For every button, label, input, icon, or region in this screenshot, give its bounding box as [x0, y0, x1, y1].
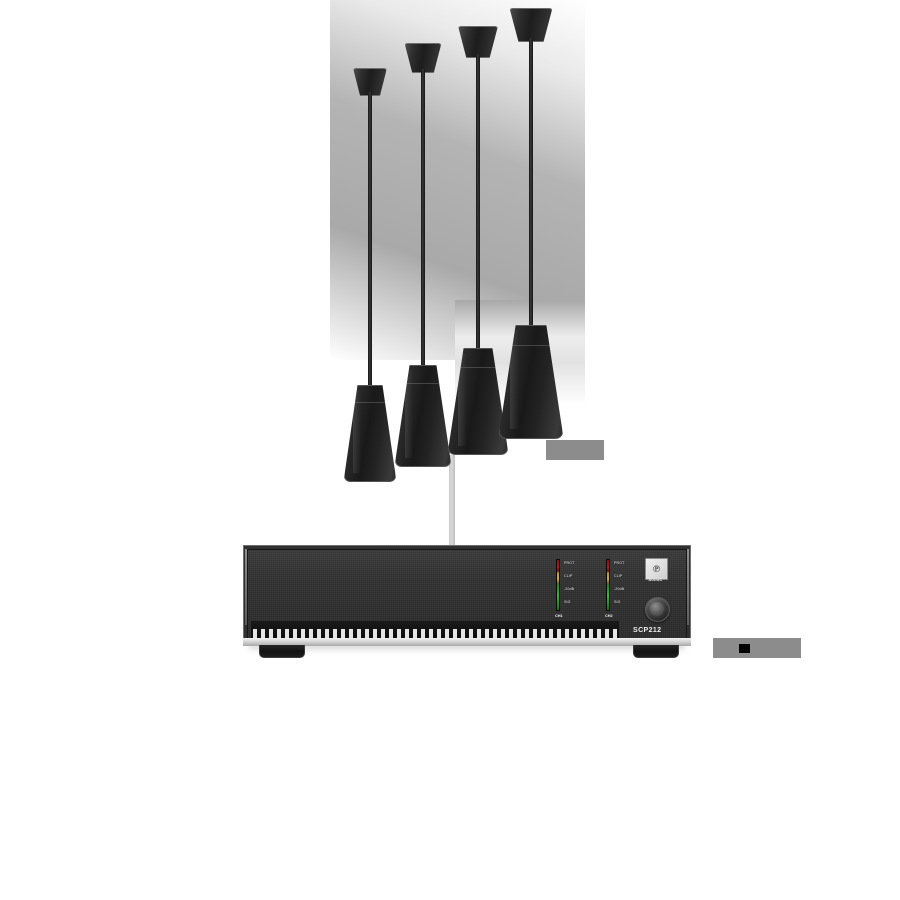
foot-right [633, 645, 679, 658]
vent-slot [605, 629, 609, 638]
vent-slot [405, 629, 409, 638]
audac-brand-text: AUDAC [648, 578, 663, 582]
suspension-rod [368, 92, 372, 390]
vent-slot [261, 629, 265, 638]
amplifier-unit[interactable]: PROT CLIP -20dB SIG CH1 PROT CLIP -20dB … [243, 545, 691, 663]
led-label-clip-ch1: CLIP [564, 574, 573, 578]
led-label-minus20-ch2: -20dB [614, 587, 625, 591]
chassis-base-rail [243, 638, 691, 646]
vent-slot [477, 629, 481, 638]
vent-slot [453, 629, 457, 638]
vent-slot [461, 629, 465, 638]
vent-slot [597, 629, 601, 638]
cone-seam [348, 402, 392, 404]
vent-slot [381, 629, 385, 638]
vent-slot [573, 629, 577, 638]
led-bargraph-ch2 [606, 559, 610, 611]
speaker-cone [448, 348, 508, 455]
vent-slot [293, 629, 297, 638]
vent-slot [445, 629, 449, 638]
cone-seam [503, 345, 559, 347]
vent-slot [429, 629, 433, 638]
led-label-minus20-ch1: -20dB [564, 587, 575, 591]
vent-slot [269, 629, 273, 638]
cone-highlight [353, 389, 361, 474]
vent-slot [613, 629, 617, 638]
cone-highlight [404, 370, 413, 458]
vent-slot [541, 629, 545, 638]
cone-seam [452, 366, 504, 368]
led-label-prot-ch1: PROT [564, 561, 575, 565]
led-label-prot-ch2: PROT [614, 561, 625, 565]
speaker-cone [344, 385, 396, 482]
vent-slot [317, 629, 321, 638]
connection-cable [449, 455, 455, 560]
vent-slot [341, 629, 345, 638]
vent-slot [277, 629, 281, 638]
model-label: SCP212 [633, 627, 662, 634]
vent-slot [373, 629, 377, 638]
redaction-box-upper [546, 440, 604, 460]
vent-slot [389, 629, 393, 638]
channel-label-ch2: CH2 [605, 614, 613, 618]
vent-slot [365, 629, 369, 638]
vent-slot [525, 629, 529, 638]
volume-knob[interactable] [645, 597, 670, 622]
cone-highlight [458, 353, 467, 446]
vent-slot [565, 629, 569, 638]
led-label-clip-ch2: CLIP [614, 574, 623, 578]
vent-slot [485, 629, 489, 638]
speaker-cone [395, 365, 451, 467]
amplifier-chassis: PROT CLIP -20dB SIG CH1 PROT CLIP -20dB … [243, 545, 691, 642]
vent-slot [549, 629, 553, 638]
vent-slot [397, 629, 401, 638]
vent-slot [413, 629, 417, 638]
vent-slot [325, 629, 329, 638]
vent-slot [509, 629, 513, 638]
pendant-speaker-3 [448, 18, 508, 468]
vent-slot [437, 629, 441, 638]
cone-seam [399, 383, 447, 384]
led-meter-ch1: PROT CLIP -20dB SIG CH1 [555, 559, 590, 623]
vent-slot [349, 629, 353, 638]
vent-slot [421, 629, 425, 638]
suspension-rod [529, 38, 533, 330]
redaction-dot [739, 644, 750, 653]
volume-knob-cap [650, 601, 665, 616]
vent-slot [309, 629, 313, 638]
vent-slot [557, 629, 561, 638]
pendant-speaker-1 [344, 60, 396, 482]
channel-label-ch1: CH1 [555, 614, 563, 618]
vent-slot [493, 629, 497, 638]
chassis-left-edge [245, 549, 247, 625]
vent-slot [581, 629, 585, 638]
cone-highlight [509, 330, 520, 430]
pendant-speaker-4 [499, 0, 563, 470]
pendant-speaker-2 [395, 35, 451, 475]
vent-slot [357, 629, 361, 638]
redaction-box-lower [713, 638, 801, 658]
audac-logo-glyph: ℗ [652, 563, 661, 575]
led-meter-ch2: PROT CLIP -20dB SIG CH2 [605, 559, 640, 623]
vent-slot [469, 629, 473, 638]
ventilation-grille [251, 621, 619, 639]
audac-logo: ℗ [645, 558, 668, 580]
led-bargraph-ch1 [556, 559, 560, 611]
vent-slot [589, 629, 593, 638]
vent-slot [501, 629, 505, 638]
vent-slot [301, 629, 305, 638]
chassis-right-edge [687, 549, 689, 625]
vent-slot [333, 629, 337, 638]
vent-slot [253, 629, 257, 638]
led-label-sig-ch1: SIG [564, 600, 571, 604]
foot-left [259, 645, 305, 658]
vent-slot [517, 629, 521, 638]
suspension-rod [421, 69, 425, 371]
vent-slot [285, 629, 289, 638]
ceiling-mount-cap [509, 8, 553, 42]
led-label-sig-ch2: SIG [614, 600, 621, 604]
speaker-cone [499, 325, 563, 439]
vent-slot [533, 629, 537, 638]
suspension-rod [476, 54, 480, 354]
